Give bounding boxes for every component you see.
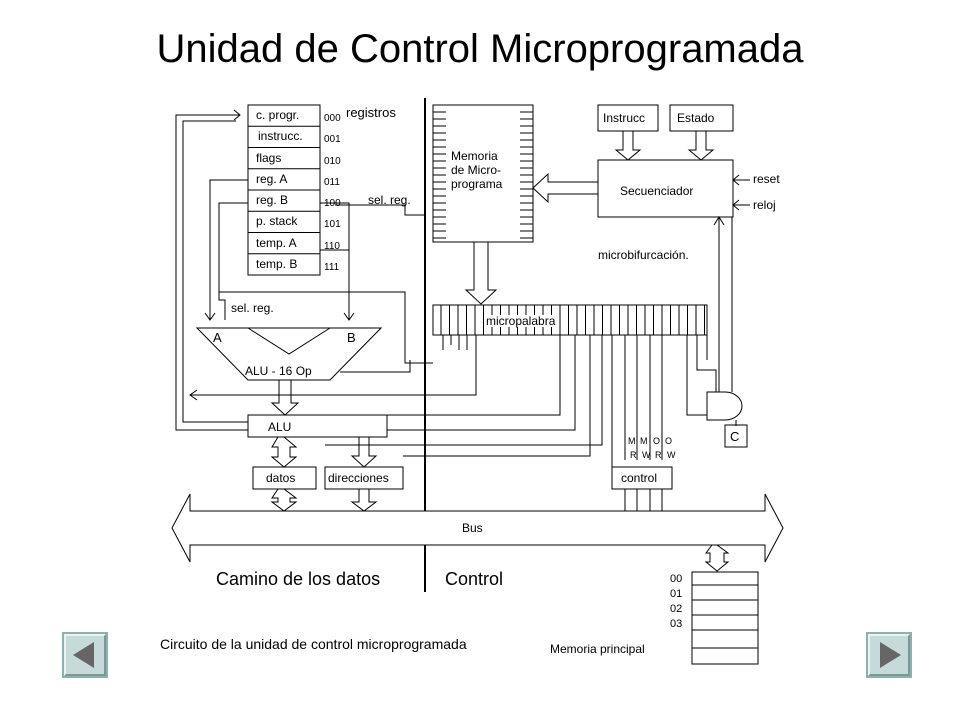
signal-bottom-label: W: [642, 450, 651, 460]
register-name: c. progr.: [256, 108, 300, 122]
register-code: 111: [324, 261, 340, 273]
register-code: 001: [324, 134, 341, 146]
alu-input-b-label: B: [347, 330, 356, 345]
register-name: reg. A: [256, 171, 288, 186]
alu-ops-label: ALU - 16 Op: [245, 364, 312, 378]
main-memory-label: Memoria principal: [550, 642, 645, 656]
alu-register-label: ALU: [268, 420, 292, 434]
address-buffer-label: direcciones: [328, 471, 389, 485]
previous-slide-button[interactable]: [62, 632, 108, 678]
microword-register: [432, 304, 708, 336]
register-code: 000: [324, 113, 341, 124]
triangle-right-icon: [880, 642, 901, 668]
data-buffer-label: datos: [266, 471, 296, 485]
register-name: p. stack: [256, 214, 298, 229]
microword-label: micropalabra: [486, 314, 556, 328]
sequencer-label: Secuenciador: [620, 184, 694, 198]
section-left-label: Camino de los datos: [216, 569, 381, 589]
register-name: temp. B: [256, 256, 298, 271]
signal-top-label: O: [653, 436, 661, 446]
alu-v-notch: [247, 327, 331, 355]
control-block-label: control: [621, 471, 658, 485]
memory-address: 03: [670, 618, 683, 630]
register-code: 010: [324, 155, 341, 167]
register-name: flags: [256, 150, 282, 165]
signal-bottom-label: R: [655, 450, 662, 460]
register-name: temp. A: [256, 235, 297, 250]
sel-reg-top-label: sel. reg.: [368, 193, 411, 207]
signal-top-label: M: [640, 436, 648, 446]
signal-top-label: M: [628, 436, 636, 446]
microbranch-label: microbifurcación.: [598, 248, 689, 262]
instruction-label: Instrucc: [603, 111, 646, 125]
section-right-label: Control: [445, 569, 504, 589]
bus-label: Bus: [462, 521, 483, 535]
memory-address: 02: [670, 603, 683, 615]
reset-label: reset: [753, 172, 780, 186]
microprogram-memory-label-1: Memoria: [451, 149, 498, 163]
control-block-box: [611, 466, 673, 490]
state-register-box: [669, 104, 734, 132]
memory-address: 01: [670, 588, 683, 600]
signal-top-label: O: [665, 436, 673, 446]
condition-label: C: [730, 429, 740, 444]
signal-bottom-label: W: [667, 450, 676, 460]
bus-arrow: [171, 493, 784, 563]
triangle-left-icon: [73, 642, 94, 668]
block-arrows: [270, 130, 730, 572]
signal-bottom-label: R: [630, 450, 637, 460]
main-memory: [691, 571, 759, 665]
microprogram-memory-label-3: programa: [451, 177, 503, 191]
microprogram-memory: [432, 104, 534, 243]
state-label: Estado: [677, 111, 715, 125]
memory-address: 00: [670, 573, 683, 585]
and-gate: [706, 391, 743, 421]
sequencer-box: [597, 159, 734, 218]
clock-label: reloj: [753, 198, 776, 212]
register-code: 101: [324, 219, 341, 231]
instruction-register-box: [597, 104, 659, 132]
register-file: [247, 104, 321, 276]
slide-caption: Circuito de la unidad de control micropr…: [160, 636, 467, 652]
register-name: instrucc.: [258, 129, 303, 144]
alu-input-a-label: A: [213, 330, 222, 345]
register-code: 011: [324, 176, 340, 188]
next-slide-button[interactable]: [866, 632, 912, 678]
microprogram-memory-label-2: de Micro-: [451, 163, 502, 177]
wiring: [175, 109, 750, 511]
register-name: reg. B: [256, 193, 289, 207]
slide-title: Unidad de Control Microprogramada: [156, 27, 804, 71]
register-code: 100: [324, 198, 341, 209]
registers-label: registros: [346, 105, 396, 120]
register-code: 110: [324, 240, 340, 252]
sel-reg-left-label: sel. reg.: [231, 301, 274, 315]
alu-register-box: [247, 414, 388, 438]
